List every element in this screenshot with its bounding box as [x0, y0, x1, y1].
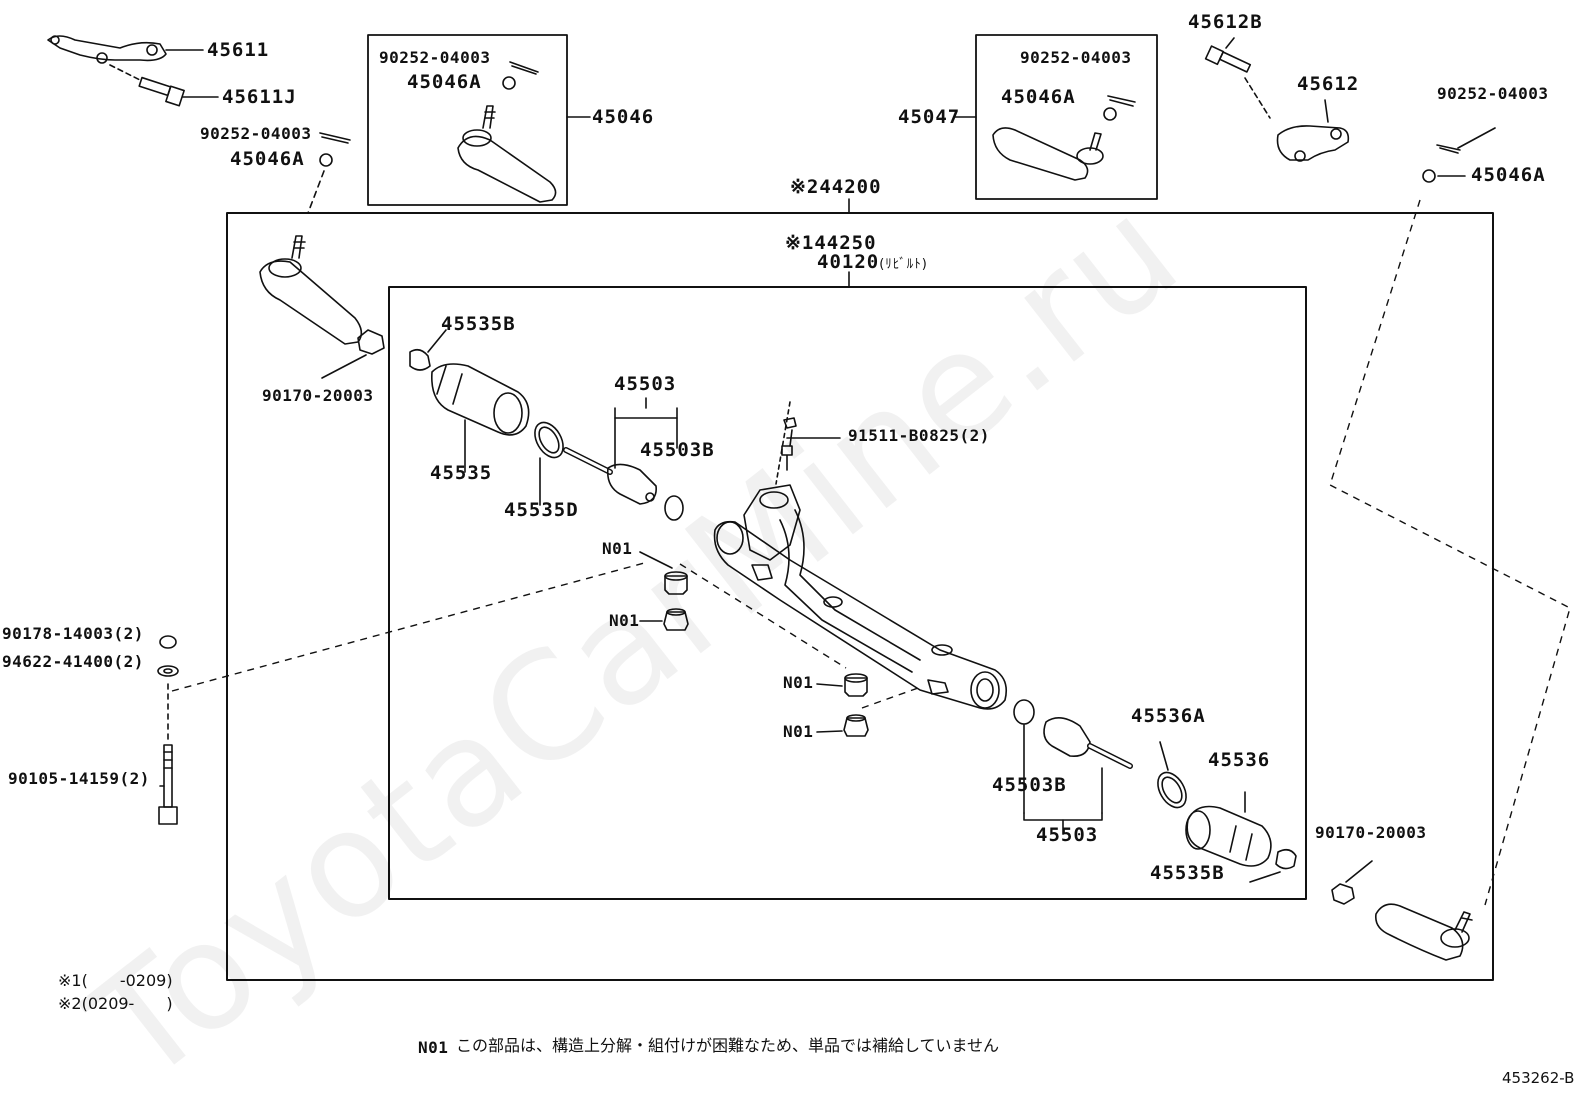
- mount-bolt-set: [157, 635, 179, 825]
- guide-left-mount: [171, 561, 649, 692]
- tie-rod-end-45047: [954, 95, 1136, 181]
- tie-rod-left-45503: [563, 397, 684, 521]
- label-90170-b: 90170-20003: [1315, 823, 1427, 842]
- label-45503b-a: 45503B: [640, 439, 715, 461]
- label-90105: 90105-14159(2): [8, 769, 150, 788]
- label-n01-d: N01: [783, 722, 814, 741]
- label-45503-b: 45503: [1036, 824, 1099, 846]
- bushings-n01: [639, 551, 869, 737]
- bolt-45611j: [138, 76, 219, 107]
- label-45611: 45611: [207, 39, 270, 61]
- tie-rod-end-left-installed: [259, 235, 385, 379]
- label-90170-a: 90170-20003: [262, 386, 374, 405]
- guide-right-tierod: [1329, 199, 1571, 906]
- label-45046: 45046: [592, 106, 655, 128]
- label-rebuilt: (ﾘﾋﾞﾙﾄ): [879, 257, 928, 272]
- knuckle-arm-left: [47, 35, 204, 81]
- label-45046a-c: 45046A: [1001, 86, 1076, 108]
- boot-left-45535: [409, 329, 564, 506]
- label-90252-d: 90252-04003: [1437, 84, 1549, 103]
- outer-assembly-frame: [226, 212, 1494, 981]
- steering-rack-housing: [713, 437, 1008, 710]
- label-45611j: 45611J: [222, 86, 297, 108]
- label-90252-c: 90252-04003: [1020, 48, 1132, 67]
- tie-rod-end-45046: [457, 61, 591, 203]
- label-45535b-b: 45535B: [1150, 862, 1225, 884]
- footer-code: 453262-B: [1502, 1069, 1575, 1087]
- label-40120: 40120: [817, 251, 880, 273]
- label-45535: 45535: [430, 462, 493, 484]
- label-90252-b: 90252-04003: [379, 48, 491, 67]
- legend-1: ※1( -0209): [58, 971, 173, 990]
- tie-rod-end-box-left: [367, 34, 568, 206]
- label-45503b-b: 45503B: [992, 774, 1067, 796]
- label-45536a: 45536A: [1131, 705, 1206, 727]
- label-45047: 45047: [898, 106, 961, 128]
- label-inner-assembly-2: 40120(ﾘﾋﾞﾙﾄ): [817, 253, 928, 272]
- label-90178: 90178-14003(2): [2, 624, 144, 643]
- label-n01-b: N01: [609, 611, 640, 630]
- label-94622: 94622-41400(2): [2, 652, 144, 671]
- tie-rod-right-45503: [1013, 699, 1133, 835]
- boot-right-45536: [1157, 741, 1297, 883]
- note-code: N01: [418, 1038, 449, 1057]
- label-45046a-d: 45046A: [1471, 164, 1546, 186]
- bolt-45612b: [1204, 37, 1271, 119]
- legend-2: ※2(0209- ): [58, 994, 173, 1013]
- label-inner-assembly-1: ※144250: [785, 232, 877, 254]
- inner-assembly-frame: [388, 286, 1307, 900]
- label-45046a-b: 45046A: [407, 71, 482, 93]
- note-text: この部品は、構造上分解・組付けが困難なため、単品では補給していません: [456, 1036, 1000, 1055]
- label-90252-a: 90252-04003: [200, 124, 312, 143]
- label-45535b-a: 45535B: [441, 313, 516, 335]
- label-outer-assembly: ※244200: [790, 176, 882, 198]
- label-45612: 45612: [1297, 73, 1360, 95]
- label-45536: 45536: [1208, 749, 1271, 771]
- label-n01-c: N01: [783, 673, 814, 692]
- knuckle-arm-right: [1276, 99, 1350, 162]
- label-45046a-a: 45046A: [230, 148, 305, 170]
- label-91511: 91511-B0825(2): [848, 426, 990, 445]
- label-45612b: 45612B: [1188, 11, 1263, 33]
- tie-rod-end-right-installed: [1331, 860, 1473, 961]
- label-45503-a: 45503: [614, 373, 677, 395]
- label-n01-a: N01: [602, 539, 633, 558]
- label-45535d: 45535D: [504, 499, 579, 521]
